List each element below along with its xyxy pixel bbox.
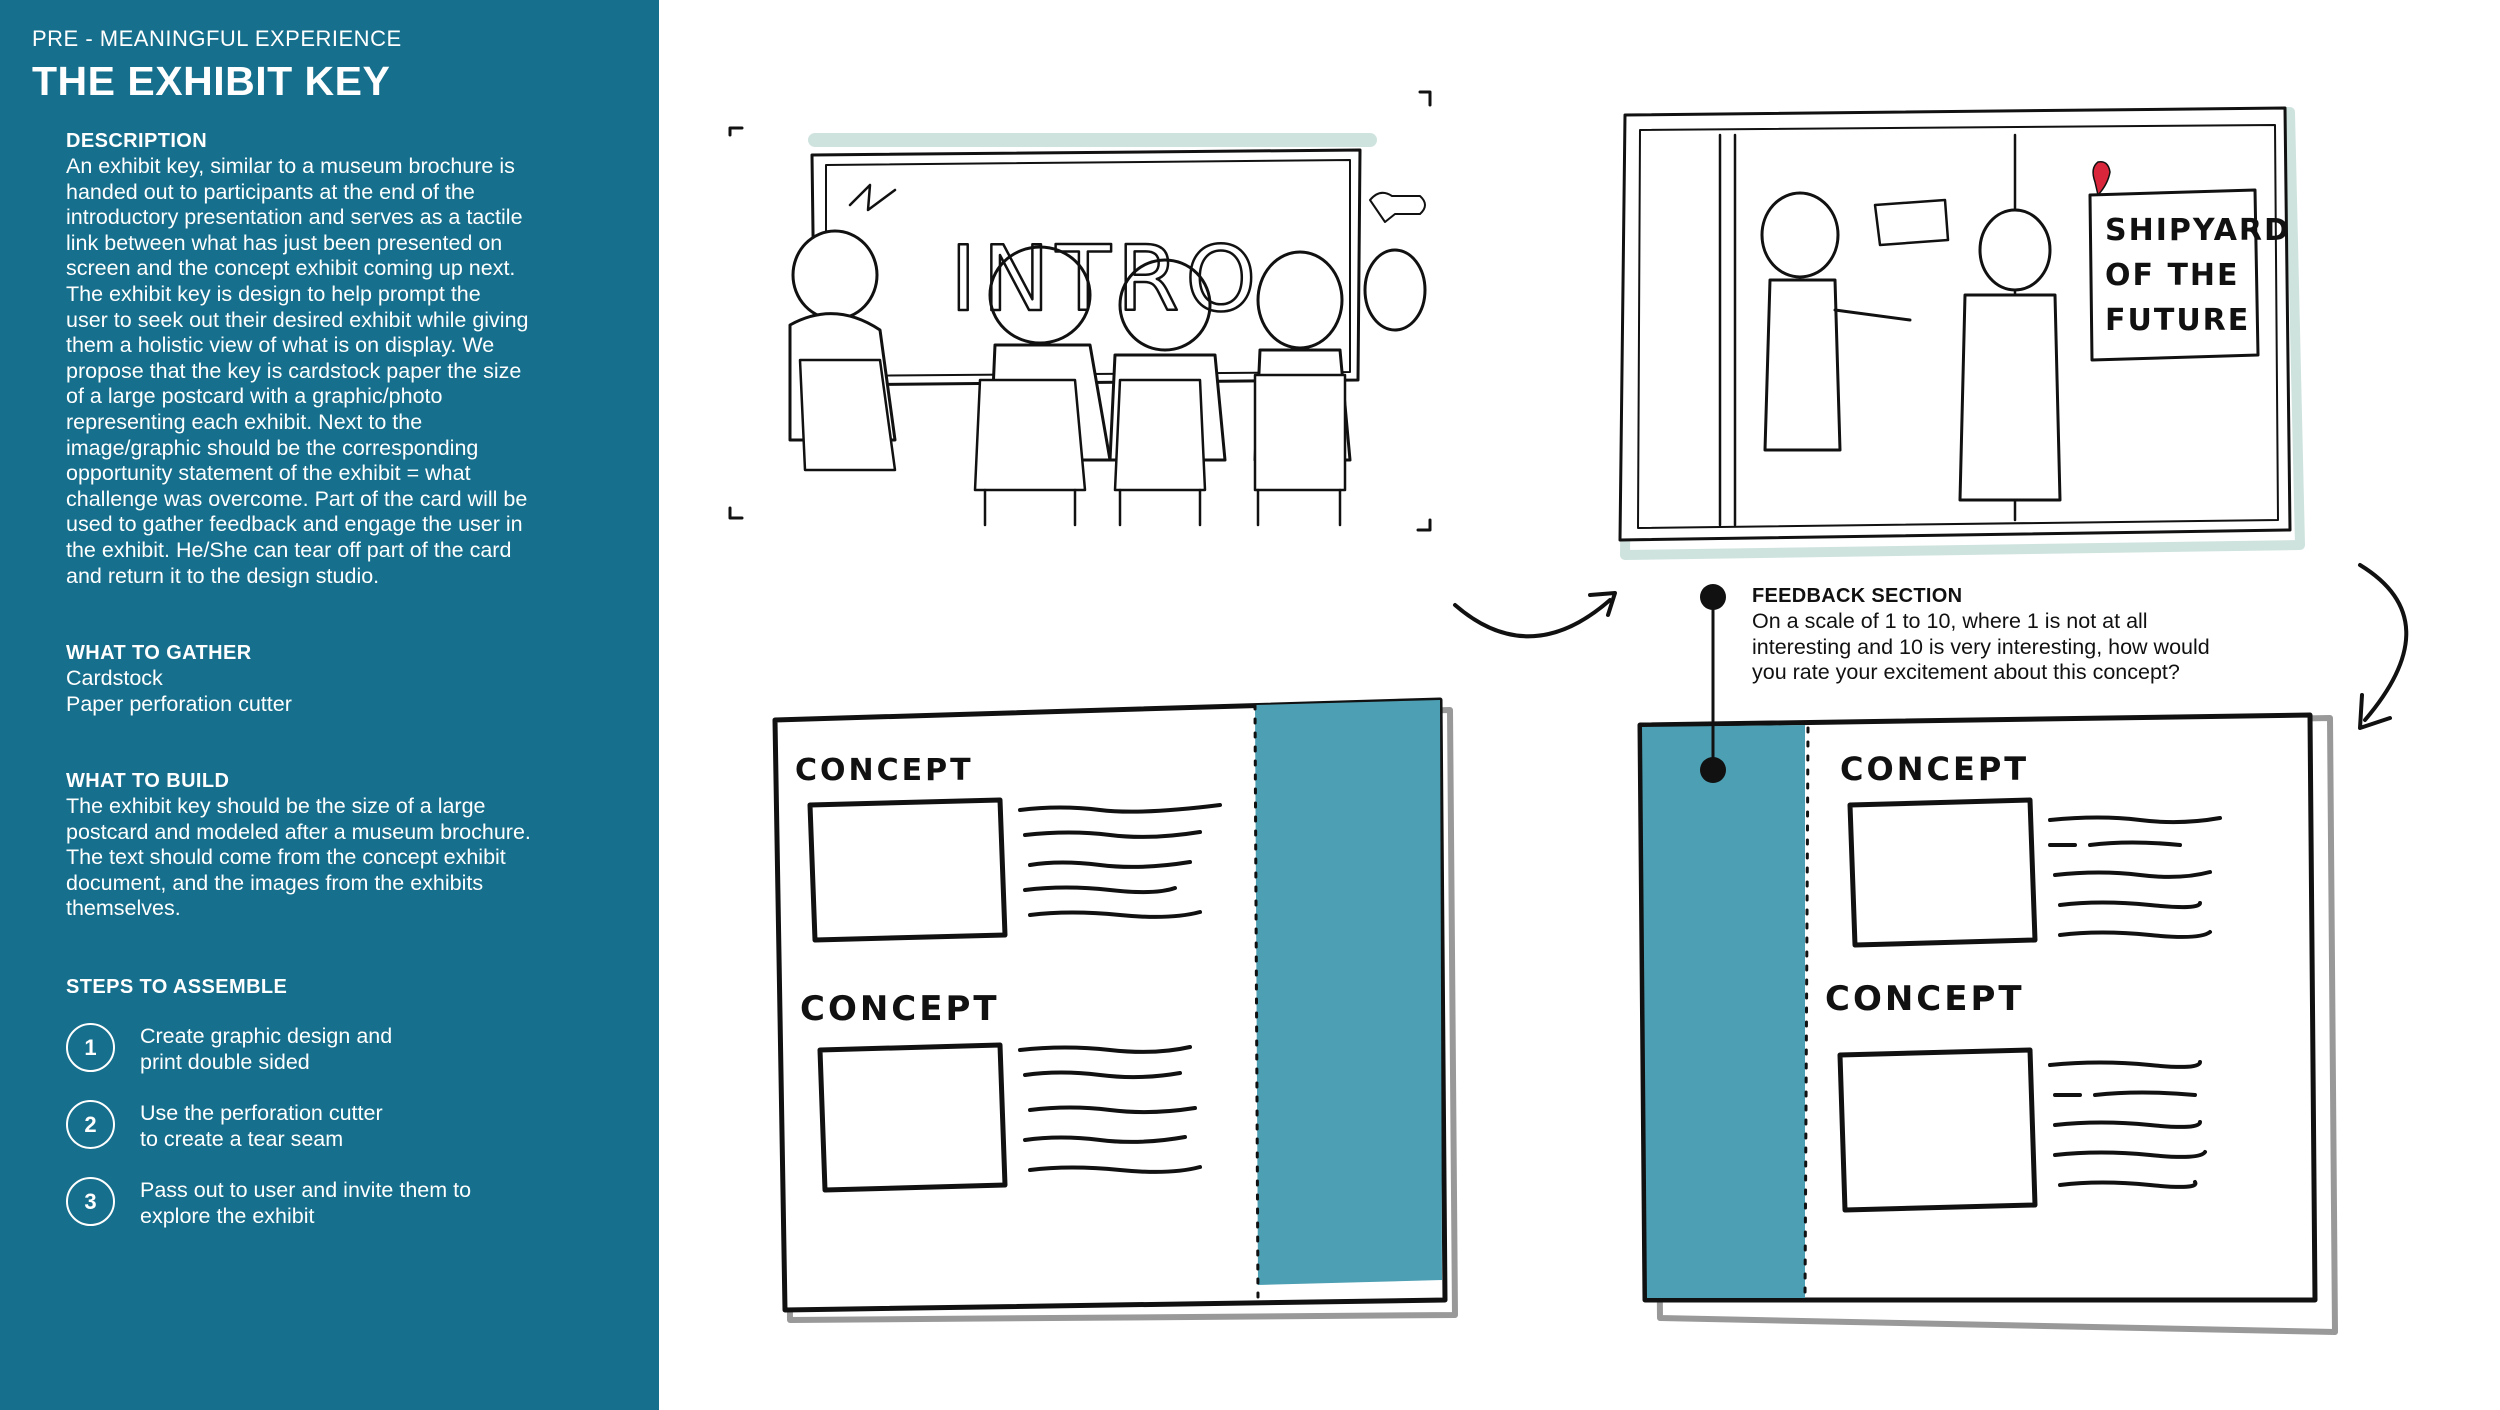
concept-label: CONCEPT <box>800 989 1000 1029</box>
description-line: The exhibit key is design to help prompt… <box>66 281 481 306</box>
description-body: An exhibit key, similar to a museum broc… <box>66 154 606 589</box>
callout-dot-icon <box>1700 757 1726 783</box>
flow-arrow <box>2358 563 2409 722</box>
step-text-line: print double sided <box>140 1050 310 1074</box>
sign-line: FUTURE <box>2105 303 2250 338</box>
description-line: and return it to the design studio. <box>66 563 380 588</box>
step-text-line: to create a tear seam <box>140 1127 344 1151</box>
description-section: DESCRIPTION An exhibit key, similar to a… <box>66 128 606 589</box>
gather-item: Paper perforation cutter <box>66 691 292 716</box>
description-line: propose that the key is cardstock paper … <box>66 358 522 383</box>
build-heading: WHAT TO BUILD <box>66 770 230 792</box>
step-number: 2 <box>66 1100 115 1149</box>
description-line: opportunity statement of the exhibit = w… <box>66 461 471 486</box>
description-line: representing each exhibit. Next to the <box>66 409 423 434</box>
build-line: The text should come from the concept ex… <box>66 845 506 870</box>
feedback-line: you rate your excitement about this conc… <box>1752 660 2180 685</box>
step-number: 1 <box>66 1023 115 1072</box>
feedback-line: On a scale of 1 to 10, where 1 is not at… <box>1752 609 2148 633</box>
build-line: The exhibit key should be the size of a … <box>66 794 486 818</box>
step-text-line: explore the exhibit <box>140 1204 315 1228</box>
pin-icon <box>2092 160 2111 196</box>
exhibit-card-front <box>772 697 1458 1323</box>
description-line: image/graphic should be the correspondin… <box>66 435 479 460</box>
description-line: handed out to participants at the end of… <box>66 179 475 204</box>
step-text-line: Use the perforation cutter <box>140 1101 383 1125</box>
description-line: used to gather feedback and engage the u… <box>66 512 523 537</box>
steps-heading: STEPS TO ASSEMBLE <box>66 976 288 998</box>
description-line: them a holistic view of what is on displ… <box>66 333 495 358</box>
gather-item: Cardstock <box>66 666 163 690</box>
step-text-line: Create graphic design and <box>140 1024 393 1048</box>
description-line: screen and the concept exhibit coming up… <box>66 256 516 281</box>
page-title: THE EXHIBIT KEY <box>32 58 391 104</box>
exhibit-card-back <box>1637 712 2338 1335</box>
feedback-callout: FEEDBACK SECTION On a scale of 1 to 10, … <box>1752 583 2312 686</box>
description-line: the exhibit. He/She can tear off part of… <box>66 537 512 562</box>
description-line: introductory presentation and serves as … <box>66 205 523 230</box>
description-line: user to seek out their desired exhibit w… <box>66 307 529 332</box>
step-text: Use the perforation cutter to create a t… <box>140 1100 540 1152</box>
sidebar-panel: PRE - MEANINGFUL EXPERIENCE THE EXHIBIT … <box>0 0 659 1410</box>
build-line: themselves. <box>66 896 181 921</box>
build-line: postcard and modeled after a museum broc… <box>66 819 531 844</box>
exhibit-guide-sketch <box>1618 106 2305 560</box>
build-line: document, and the images from the exhibi… <box>66 870 484 895</box>
feedback-heading: FEEDBACK SECTION <box>1752 585 1963 607</box>
description-line: link between what has just been presente… <box>66 230 503 255</box>
sign-text: SHIPYARD OF THE FUTURE <box>2105 213 2291 338</box>
concept-label: CONCEPT <box>1840 750 2029 788</box>
callout-dot-icon <box>1700 584 1726 610</box>
flow-arrow <box>1453 598 1612 639</box>
concept-label: CONCEPT <box>795 753 974 788</box>
step-number: 3 <box>66 1177 115 1226</box>
step-text: Pass out to user and invite them to expl… <box>140 1177 540 1229</box>
description-line: An exhibit key, similar to a museum broc… <box>66 154 515 178</box>
feedback-line: interesting and 10 is very interesting, … <box>1752 634 2210 659</box>
concept-label: CONCEPT <box>1825 979 2025 1019</box>
eyebrow-label: PRE - MEANINGFUL EXPERIENCE <box>32 26 402 51</box>
step-text-line: Pass out to user and invite them to <box>140 1178 472 1202</box>
description-heading: DESCRIPTION <box>66 130 208 152</box>
intro-presentation-sketch <box>728 90 1432 532</box>
gather-heading: WHAT TO GATHER <box>66 642 252 664</box>
sign-line: OF THE <box>2105 258 2240 293</box>
build-section: WHAT TO BUILD The exhibit key should be … <box>66 768 606 922</box>
intro-label: INTRO <box>950 227 1262 332</box>
description-line: challenge was overcome. Part of the card… <box>66 486 528 511</box>
sign-line: SHIPYARD <box>2105 213 2291 248</box>
gather-section: WHAT TO GATHER Cardstock Paper perforati… <box>66 640 606 717</box>
step-text: Create graphic design and print double s… <box>140 1023 540 1075</box>
steps-section: STEPS TO ASSEMBLE <box>66 974 606 1000</box>
description-line: of a large postcard with a graphic/photo <box>66 384 443 409</box>
